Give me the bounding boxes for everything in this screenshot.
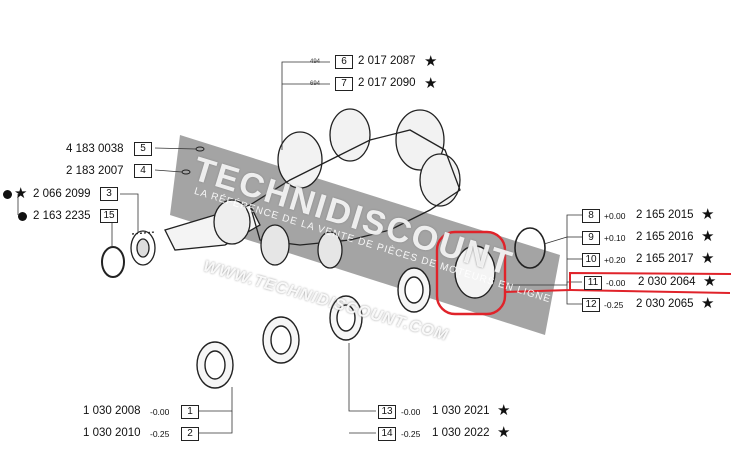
leader-lines — [17, 61, 582, 434]
part-14-star-icon: ★ — [497, 424, 511, 441]
timing-gear — [130, 230, 156, 266]
part-13-ref[interactable]: 13 — [378, 405, 396, 419]
part-6-number[interactable]: 2 017 2087 — [358, 55, 416, 67]
crankshaft — [164, 108, 461, 269]
part-2-offset: -0.25 — [150, 429, 170, 439]
part-7-ref[interactable]: 7 — [335, 77, 353, 91]
part-5-number[interactable]: 4 183 0038 — [66, 143, 124, 155]
part-4-number[interactable]: 2 183 2007 — [66, 165, 124, 177]
part-13-offset: -0.00 — [401, 407, 421, 417]
part-2-ref[interactable]: 2 — [181, 427, 199, 441]
highlight-circle — [435, 230, 507, 316]
part-10-star-icon: ★ — [701, 250, 715, 267]
part-10-ref[interactable]: 10 — [582, 253, 600, 267]
part-9-star-icon: ★ — [701, 228, 715, 245]
part-6-ref[interactable]: 6 — [335, 55, 353, 69]
part-14-number[interactable]: 1 030 2022 — [432, 427, 490, 439]
part-1-offset: -0.00 — [150, 407, 170, 417]
bullet-dot-icon — [3, 190, 12, 199]
part-4-ref[interactable]: 4 — [134, 164, 152, 178]
part-12-ref[interactable]: 12 — [582, 298, 600, 312]
bullet-dot-icon — [18, 212, 27, 221]
part-11-star-icon: ★ — [703, 273, 717, 290]
part-3-number[interactable]: 2 066 2099 — [33, 188, 91, 200]
part-7-code: 694 — [310, 81, 321, 87]
part-9-ref[interactable]: 9 — [582, 231, 600, 245]
part-15-number[interactable]: 2 163 2235 — [33, 210, 91, 222]
seal-ring-15 — [101, 246, 125, 278]
thrust-washer — [514, 227, 546, 269]
part-6-star-icon: ★ — [424, 53, 438, 70]
part-7-number[interactable]: 2 017 2090 — [358, 77, 416, 89]
part-8-ref[interactable]: 8 — [582, 209, 600, 223]
part-8-offset: +0.00 — [604, 211, 626, 221]
part-8-number[interactable]: 2 165 2015 — [636, 209, 694, 221]
part-14-ref[interactable]: 14 — [378, 427, 396, 441]
part-12-star-icon: ★ — [701, 295, 715, 312]
part-11-number[interactable]: 2 030 2064 — [638, 276, 696, 288]
part-11-ref[interactable]: 11 — [584, 276, 602, 290]
main-bearing-highlighted — [454, 245, 496, 299]
part-1-ref[interactable]: 1 — [181, 405, 199, 419]
part-5-ref[interactable]: 5 — [134, 142, 152, 156]
part-15-ref[interactable]: 15 — [100, 209, 118, 223]
part-3-ref[interactable]: 3 — [100, 187, 118, 201]
part-9-offset: +0.10 — [604, 233, 626, 243]
part-1-number[interactable]: 1 030 2008 — [83, 405, 141, 417]
part-12-offset: -0.25 — [604, 300, 624, 310]
part-12-number[interactable]: 2 030 2065 — [636, 298, 694, 310]
highlight-box — [504, 271, 731, 293]
part-10-number[interactable]: 2 165 2017 — [636, 253, 694, 265]
part-8-star-icon: ★ — [701, 206, 715, 223]
part-14-offset: -0.25 — [401, 429, 421, 439]
part-10-offset: +0.20 — [604, 255, 626, 265]
main-bearing-shells — [196, 267, 431, 389]
part-7-star-icon: ★ — [424, 75, 438, 92]
part-11-offset: -0.00 — [606, 278, 626, 288]
part-13-number[interactable]: 1 030 2021 — [432, 405, 490, 417]
part-9-number[interactable]: 2 165 2016 — [636, 231, 694, 243]
part-13-star-icon: ★ — [497, 402, 511, 419]
part-6-code: 494 — [310, 59, 321, 65]
part-3-star-icon: ★ — [14, 185, 28, 202]
part-2-number[interactable]: 1 030 2010 — [83, 427, 141, 439]
